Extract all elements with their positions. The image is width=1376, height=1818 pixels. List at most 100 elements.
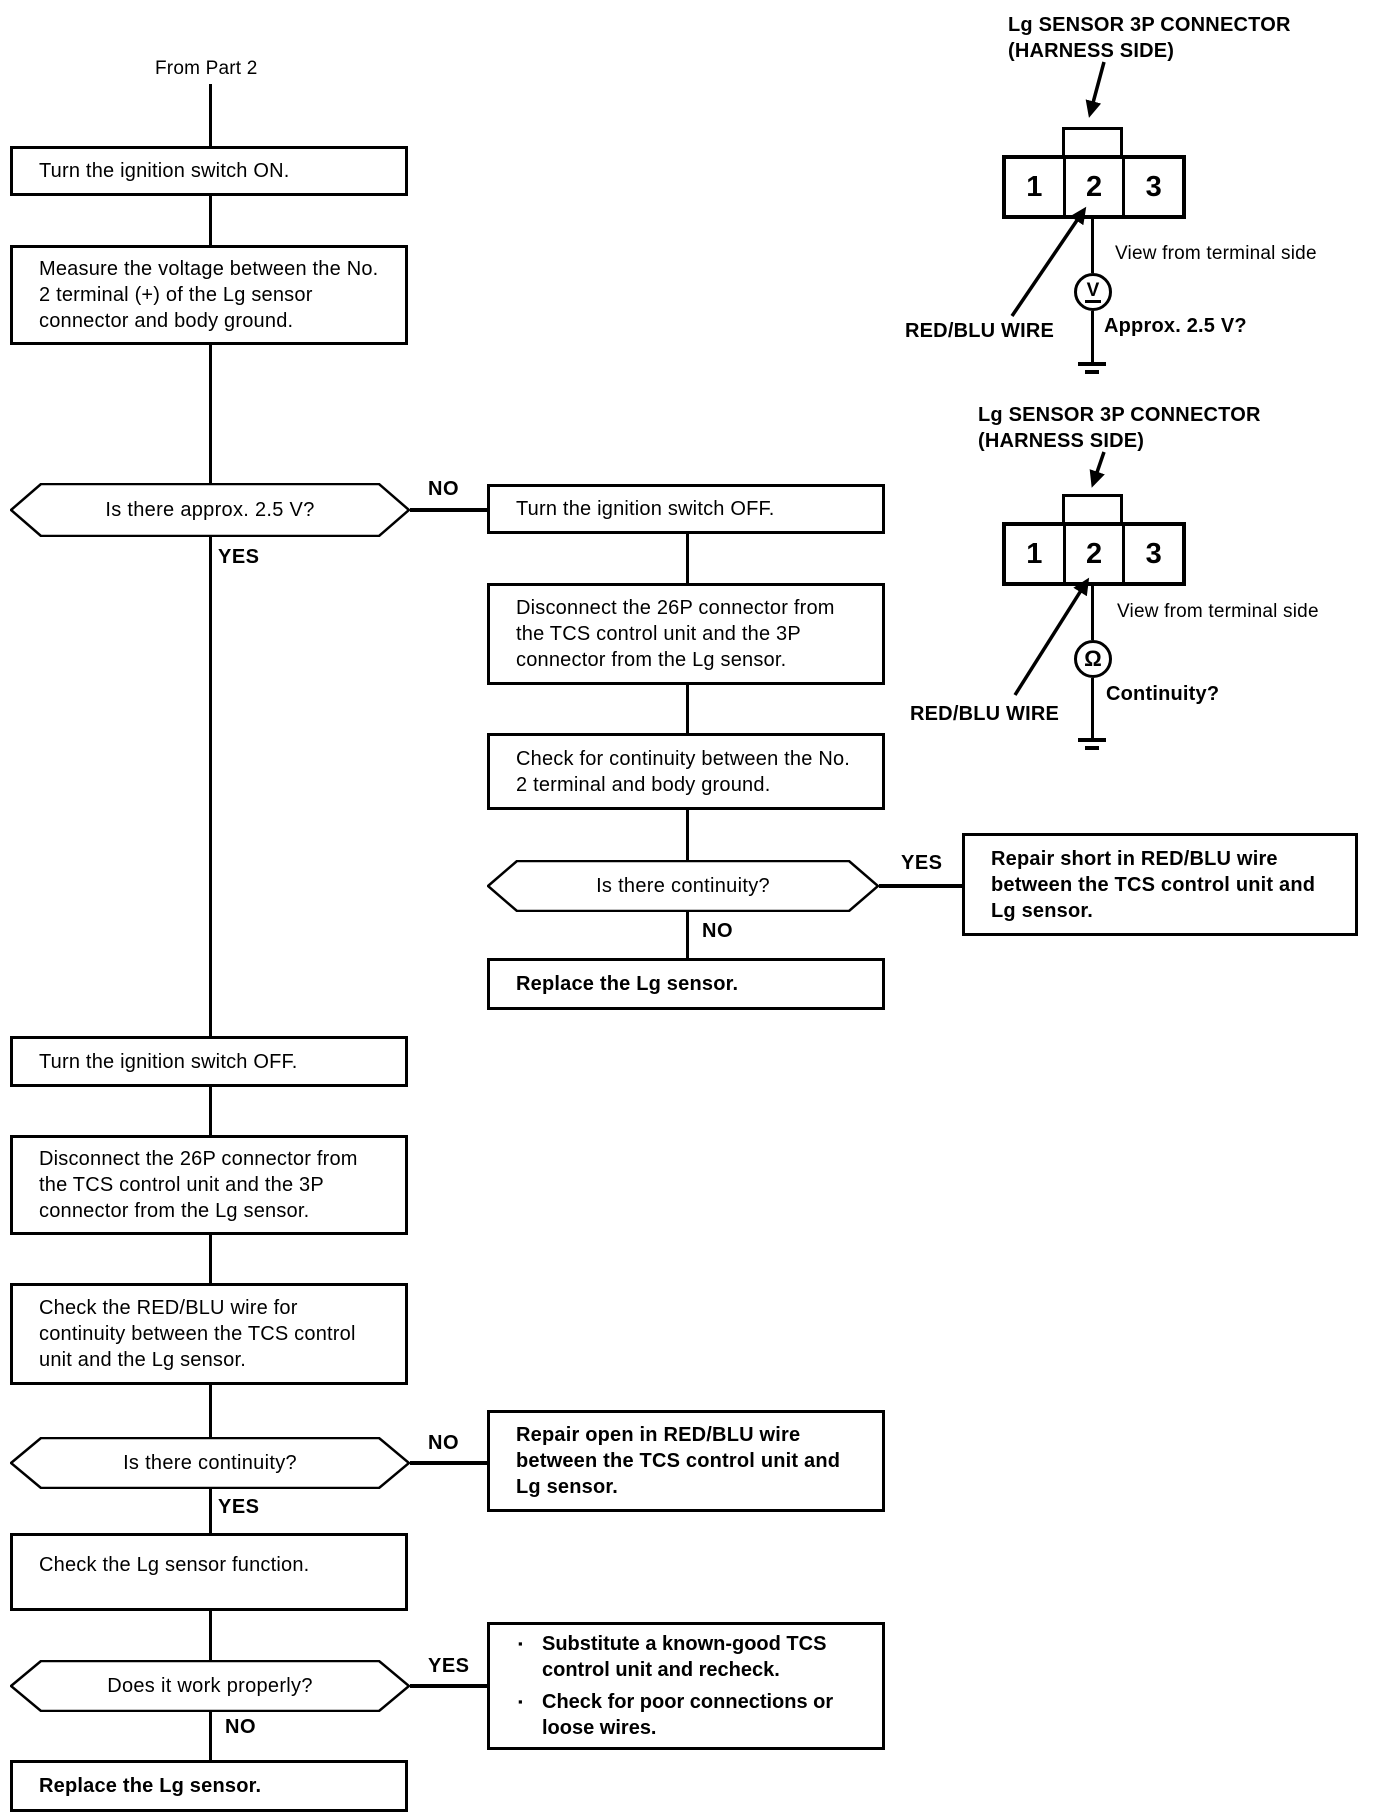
connector-title: Lg SENSOR 3P CONNECTOR [1008, 14, 1291, 36]
step-text: Disconnect the 26P connector from the TC… [516, 597, 835, 671]
ohmmeter-icon: Ω [1074, 640, 1112, 678]
wire-label: RED/BLU WIRE [910, 703, 1060, 725]
connector-body: 1 2 3 [1002, 155, 1186, 219]
flow-line [410, 1684, 487, 1688]
wire-arrow-icon [1010, 206, 1087, 317]
voltmeter-icon: V [1074, 273, 1112, 311]
connector-title-2: (HARNESS SIDE) [978, 430, 1145, 452]
branch-ignition-off: Turn the ignition switch OFF. [487, 484, 885, 534]
decision-continuity-branch: Is there continuity? [487, 860, 879, 912]
list-item: ▪ Check for poor connections or loose wi… [518, 1689, 864, 1741]
flow-line [410, 1461, 487, 1465]
bullet-marker: ▪ [518, 1694, 523, 1709]
action-replace-sensor: Replace the Lg sensor. [10, 1760, 408, 1812]
terminal-2: 2 [1066, 526, 1126, 582]
ground-icon [1085, 370, 1099, 374]
flow-line [209, 1385, 212, 1437]
decision-work-properly: Does it work properly? [10, 1660, 410, 1712]
meter-symbol: Ω [1084, 646, 1102, 671]
action-text: Check for poor connections or loose wire… [542, 1691, 834, 1739]
step-text: Disconnect the 26P connector from the TC… [39, 1148, 358, 1222]
flow-line [209, 1712, 212, 1760]
continuity-question-label: Continuity? [1106, 683, 1220, 705]
action-text: Replace the Lg sensor. [39, 1775, 262, 1797]
action-text: Repair short in RED/BLU wire between the… [991, 847, 1316, 922]
decision-approx-25v: Is there approx. 2.5 V? [10, 483, 410, 537]
meter-symbol: V [1084, 280, 1102, 304]
decision-text: Is there approx. 2.5 V? [105, 498, 315, 521]
flow-line [209, 1235, 212, 1283]
connector-title-2: (HARNESS SIDE) [1008, 40, 1175, 62]
step-disconnect: Disconnect the 26P connector from the TC… [10, 1135, 408, 1235]
flow-line [209, 1489, 212, 1533]
probe-line [1091, 311, 1094, 362]
flow-line [686, 534, 689, 583]
action-repair-open: Repair open in RED/BLU wire between the … [487, 1410, 885, 1512]
step-text: Check for continuity between the No. 2 t… [516, 747, 851, 796]
probe-line [1091, 678, 1094, 738]
flow-line [410, 508, 487, 512]
from-part-2-label: From Part 2 [155, 58, 258, 79]
no-label: NO [428, 478, 459, 500]
step-measure-voltage: Measure the voltage between the No. 2 te… [10, 245, 408, 345]
no-label: NO [702, 920, 733, 942]
decision-continuity-main: Is there continuity? [10, 1437, 410, 1489]
action-text: Replace the Lg sensor. [516, 973, 739, 995]
step-check-function: Check the Lg sensor function. [10, 1533, 408, 1611]
step-check-wire: Check the RED/BLU wire for continuity be… [10, 1283, 408, 1385]
probe-line [1091, 586, 1094, 640]
step-text: Check the RED/BLU wire for continuity be… [39, 1297, 356, 1371]
terminal-1: 1 [1006, 159, 1066, 215]
yes-label: YES [901, 852, 943, 874]
ground-icon [1078, 362, 1106, 366]
pointer-arrow-icon [1085, 61, 1106, 118]
yes-label: YES [428, 1655, 470, 1677]
step-ignition-on: Turn the ignition switch ON. [10, 146, 408, 196]
action-text: Substitute a known-good TCS control unit… [542, 1633, 827, 1681]
no-label: NO [225, 1716, 256, 1738]
flow-line [209, 537, 212, 1036]
list-item: ▪ Substitute a known-good TCS control un… [518, 1631, 864, 1683]
action-substitute-recheck: ▪ Substitute a known-good TCS control un… [487, 1622, 885, 1750]
terminal-1: 1 [1006, 526, 1066, 582]
probe-line [1091, 219, 1094, 273]
branch-check-continuity: Check for continuity between the No. 2 t… [487, 733, 885, 810]
connector-tab [1062, 494, 1123, 522]
terminal-3: 3 [1145, 537, 1162, 570]
flow-line [686, 912, 689, 958]
flow-line [879, 884, 962, 888]
ground-icon [1078, 738, 1106, 742]
step-text: Check the Lg sensor function. [39, 1554, 310, 1576]
ground-icon [1085, 746, 1099, 750]
wire-label: RED/BLU WIRE [905, 320, 1055, 342]
branch-disconnect: Disconnect the 26P connector from the TC… [487, 583, 885, 685]
decision-text: Does it work properly? [107, 1674, 313, 1697]
decision-text: Is there continuity? [123, 1451, 297, 1474]
flow-line [686, 810, 689, 860]
step-text: Measure the voltage between the No. 2 te… [39, 258, 379, 332]
no-label: NO [428, 1432, 459, 1454]
bullet-marker: ▪ [518, 1636, 523, 1651]
terminal-3: 3 [1145, 170, 1162, 203]
flow-line [209, 1611, 212, 1660]
voltage-question-label: Approx. 2.5 V? [1104, 315, 1247, 337]
step-text: Turn the ignition switch OFF. [516, 498, 775, 520]
yes-label: YES [218, 1496, 260, 1518]
step-text: Turn the ignition switch OFF. [39, 1050, 298, 1073]
flow-line [686, 685, 689, 733]
pointer-arrow-icon [1089, 451, 1106, 488]
flow-line [209, 345, 212, 483]
flow-line [209, 84, 212, 146]
branch-replace-sensor: Replace the Lg sensor. [487, 958, 885, 1010]
connector-title: Lg SENSOR 3P CONNECTOR [978, 404, 1261, 426]
step-ignition-off: Turn the ignition switch OFF. [10, 1036, 408, 1087]
yes-label: YES [218, 546, 260, 568]
wire-arrow-icon [1013, 577, 1090, 696]
step-text: Turn the ignition switch ON. [39, 160, 290, 182]
decision-text: Is there continuity? [596, 874, 770, 897]
flow-line [209, 196, 212, 245]
terminal-2: 2 [1066, 159, 1126, 215]
action-text: Repair open in RED/BLU wire between the … [516, 1424, 841, 1498]
view-from-terminal-label: View from terminal side [1117, 601, 1319, 622]
